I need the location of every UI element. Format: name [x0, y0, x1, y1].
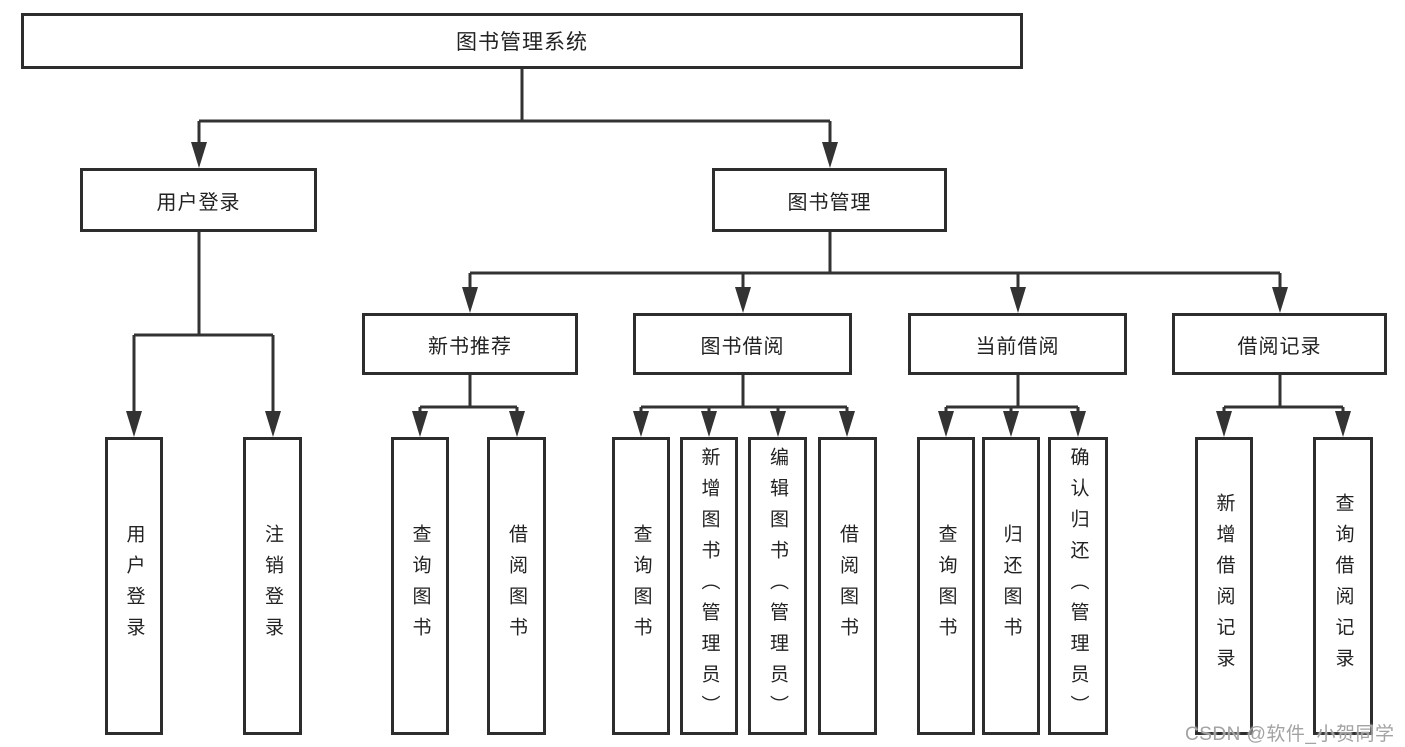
leaf-label: 确认归还（管理员） [1067, 446, 1089, 726]
leaf-label: 查询图书 [409, 524, 431, 648]
leaf-record-add-record: 新增借阅记录 [1195, 437, 1253, 735]
leaf-label: 查询借阅记录 [1332, 493, 1354, 679]
leaf-label: 用户登录 [123, 524, 145, 648]
node-new-book-recommend: 新书推荐 [362, 313, 578, 375]
connector-book-borrow-split [639, 375, 849, 415]
leaf-borrow-edit-books-admin: 编辑图书（管理员） [748, 437, 807, 735]
arrowhead [265, 411, 281, 437]
leaf-borrow-add-books-admin: 新增图书（管理员） [680, 437, 738, 735]
leaf-label: 借阅图书 [837, 524, 858, 648]
node-label: 图书管理系统 [456, 31, 588, 54]
leaf-label: 借阅图书 [506, 524, 527, 648]
arrowhead [633, 411, 649, 437]
leaf-newbook-query-books: 查询图书 [391, 437, 449, 735]
arrowhead [1335, 411, 1351, 437]
leaf-current-confirm-return-admin: 确认归还（管理员） [1048, 437, 1108, 735]
arrowhead [1003, 411, 1019, 437]
node-label: 图书管理 [787, 191, 872, 214]
leaf-label: 新增借阅记录 [1213, 493, 1235, 679]
node-label: 图书借阅 [700, 335, 785, 358]
leaf-current-return-books: 归还图书 [982, 437, 1040, 735]
leaf-label: 新增图书（管理员） [698, 446, 720, 726]
node-borrowing-records: 借阅记录 [1172, 313, 1387, 375]
arrowhead [126, 411, 142, 437]
leaf-label: 编辑图书（管理员） [767, 446, 788, 726]
arrowhead [462, 287, 478, 313]
arrowhead [938, 411, 954, 437]
leaf-current-query-books: 查询图书 [917, 437, 975, 735]
connector-current-borrow-split [944, 375, 1080, 415]
connector-new-book-split [418, 375, 519, 415]
node-current-borrowing: 当前借阅 [908, 313, 1127, 375]
leaf-label: 查询图书 [935, 524, 957, 648]
node-root-system: 图书管理系统 [21, 13, 1023, 69]
leaf-user-login: 用户登录 [105, 437, 163, 735]
leaf-newbook-borrow-books: 借阅图书 [487, 437, 546, 735]
leaf-label: 查询图书 [630, 524, 652, 648]
arrowhead [1216, 411, 1232, 437]
leaf-label: 归还图书 [1000, 524, 1022, 648]
csdn-watermark: CSDN @软件_小贺同学 [1185, 724, 1395, 745]
node-label: 新书推荐 [428, 335, 512, 358]
arrowhead [839, 411, 855, 437]
arrowhead [822, 142, 838, 168]
connector-borrow-record-split [1222, 375, 1345, 415]
arrowhead [1272, 287, 1288, 313]
arrowhead [735, 287, 751, 313]
node-book-borrowing: 图书借阅 [633, 313, 852, 375]
node-label: 用户登录 [156, 191, 241, 214]
node-user-login: 用户登录 [80, 168, 317, 232]
connector-root-split [197, 69, 832, 146]
leaf-logout: 注销登录 [243, 437, 302, 735]
leaf-borrow-borrow-books: 借阅图书 [818, 437, 877, 735]
arrowhead [1070, 411, 1086, 437]
arrowhead [701, 411, 717, 437]
leaf-borrow-query-books: 查询图书 [612, 437, 670, 735]
node-label: 当前借阅 [975, 335, 1060, 358]
connector-user-login-split [132, 232, 275, 415]
node-book-management: 图书管理 [712, 168, 947, 232]
arrowhead [1010, 287, 1026, 313]
node-label: 借阅记录 [1237, 335, 1322, 358]
arrowhead [412, 411, 428, 437]
arrowhead [770, 411, 786, 437]
arrowhead [191, 142, 207, 168]
arrowheads [126, 142, 1351, 437]
connector-book-management-split [468, 232, 1282, 291]
leaf-label: 注销登录 [262, 524, 283, 648]
arrowhead [509, 411, 525, 437]
leaf-record-query-record: 查询借阅记录 [1313, 437, 1373, 735]
